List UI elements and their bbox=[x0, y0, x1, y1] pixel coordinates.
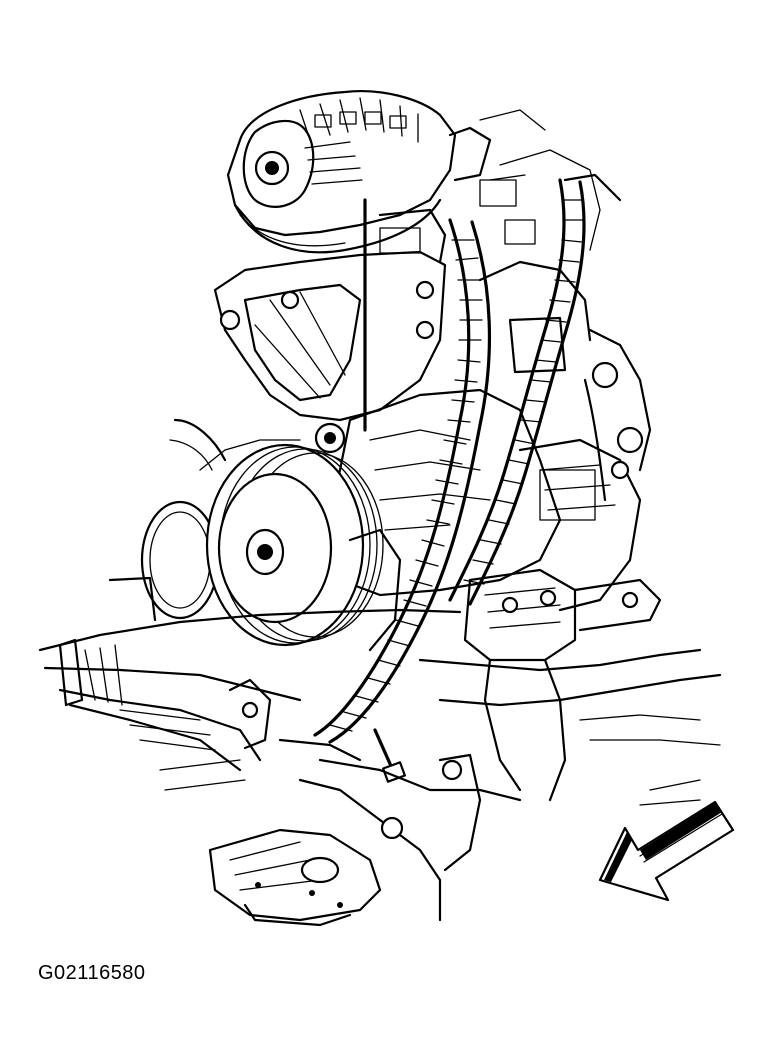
direction-arrow-icon bbox=[598, 800, 735, 902]
crankshaft-pulley bbox=[140, 418, 402, 652]
frame-rail bbox=[159, 648, 722, 927]
alternator bbox=[226, 90, 492, 254]
engine-block bbox=[328, 109, 652, 612]
wiring-harness bbox=[313, 173, 622, 744]
front-crossmember bbox=[38, 576, 462, 783]
engine-mount-bracket bbox=[463, 568, 662, 802]
alternator-bracket bbox=[213, 198, 447, 454]
figure-id-label: G02116580 bbox=[38, 962, 146, 984]
